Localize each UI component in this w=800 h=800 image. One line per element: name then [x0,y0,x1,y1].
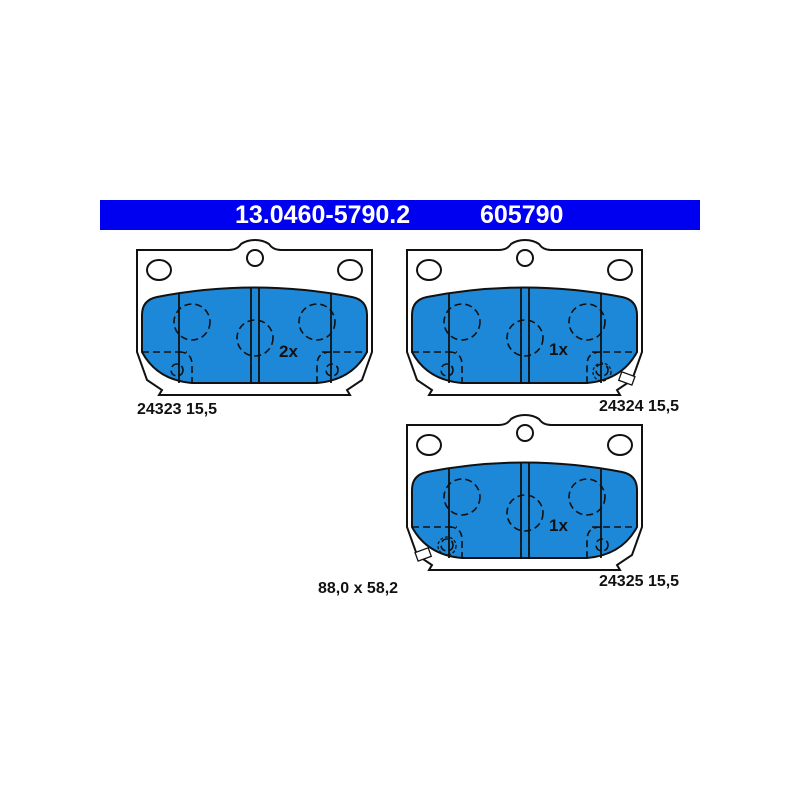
pad-24324 [406,239,643,396]
pad-24323 [136,239,373,396]
quantity-label: 1x [549,516,568,535]
pad-label: 24325 15,5 [599,573,680,590]
wear-sensor-icon [592,362,636,386]
pad-24325 [406,414,643,571]
pad-label: 24324 15,5 [599,398,680,415]
wear-sensor-icon [414,536,457,562]
quantity-label: 2x [279,342,298,361]
dimensions-label: 88,0 x 58,2 [318,580,399,597]
part-number: 13.0460-5790.2 [235,201,411,229]
header-band: 13.0460-5790.2 605790 [100,200,700,230]
short-number: 605790 [480,201,564,229]
quantity-label: 1x [549,340,568,359]
pad-label: 24323 15,5 [137,401,218,418]
